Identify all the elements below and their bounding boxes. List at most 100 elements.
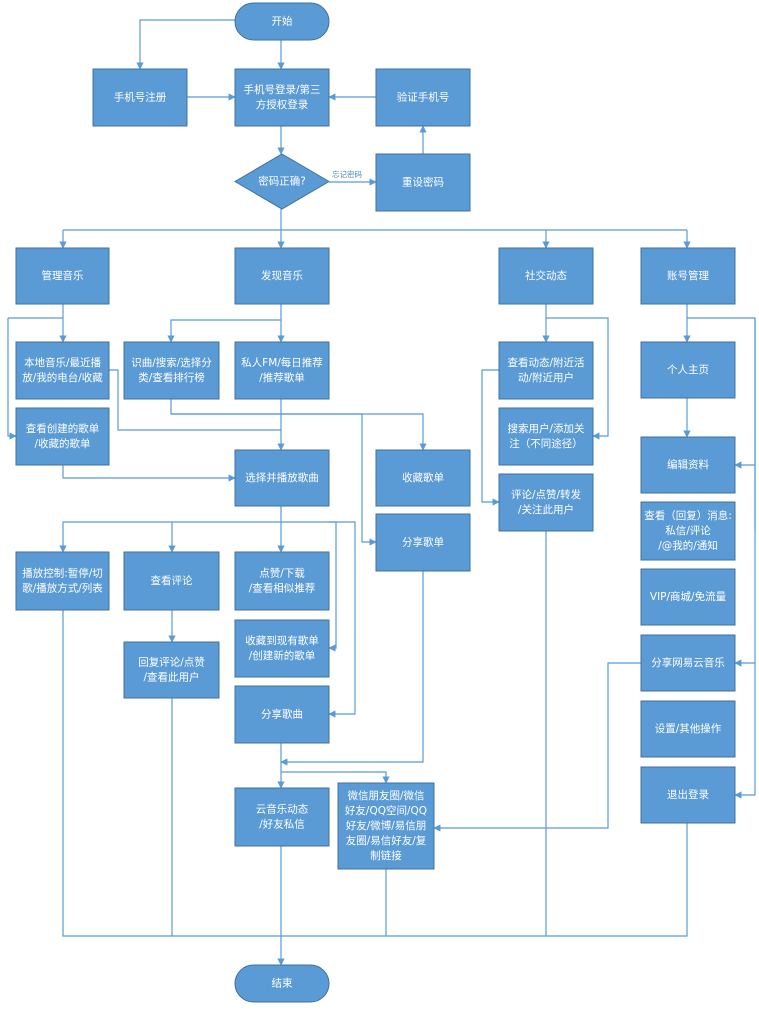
- node-shape-messages: [640, 501, 736, 561]
- node-reset: 重设密码: [375, 153, 471, 212]
- node-shape-end: [234, 964, 330, 1003]
- node-shape-cloud-moments: [234, 787, 330, 847]
- connector-26: [109, 369, 281, 431]
- node-shape-play-control: [15, 551, 110, 611]
- node-messages: 查看（回复）消息: 私信/评论 /@我的/通知: [640, 501, 736, 561]
- node-social: 社交动态: [498, 247, 594, 305]
- node-label-reply-comment-1: /查看此用户: [143, 671, 199, 684]
- connector-18: [546, 317, 609, 440]
- node-label-fm-0: 私人FM/每日推荐: [241, 356, 323, 369]
- node-share-app: 分享网易云音乐: [640, 634, 736, 692]
- node-shape-settings: [640, 700, 736, 758]
- node-discover: 发现音乐: [234, 247, 330, 305]
- connector-29: [171, 413, 377, 546]
- node-label-select-play-0: 选择并播放歌曲: [245, 471, 319, 484]
- node-shape-add-to-list: [234, 619, 330, 678]
- node-label-share-song-0: 分享歌曲: [261, 708, 303, 721]
- node-label-view-moments-1: 动/附近用户: [518, 371, 574, 384]
- node-shape-fm: [234, 341, 330, 400]
- node-label-settings-0: 设置/其他操作: [655, 722, 722, 735]
- node-label-play-control-1: 歌/播放方式/列表: [22, 582, 103, 595]
- node-shape-share-targets: [337, 782, 435, 870]
- node-label-reset-0: 重设密码: [402, 176, 444, 189]
- node-manage: 管理音乐: [15, 247, 110, 305]
- node-label-edit-profile-0: 编辑资料: [667, 458, 709, 471]
- node-label-add-to-list-1: /创建新的歌单: [249, 649, 316, 662]
- node-label-share-app-0: 分享网易云音乐: [651, 656, 725, 669]
- node-shape-select-play: [234, 449, 330, 507]
- node-label-register-0: 手机号注册: [114, 91, 167, 104]
- node-start: 开始: [234, 2, 330, 41]
- node-label-like-download-1: /查看相似推荐: [249, 582, 316, 595]
- node-label-logout-0: 退出登录: [667, 788, 709, 801]
- node-shape-share-song: [234, 685, 330, 744]
- node-end: 结束: [234, 964, 330, 1003]
- node-shape-start: [234, 2, 330, 41]
- node-shape-logout: [640, 766, 736, 824]
- node-fm: 私人FM/每日推荐/推荐歌单: [234, 341, 330, 400]
- node-shape-local: [15, 341, 110, 400]
- node-label-messages-1: 私信/评论: [665, 524, 711, 537]
- connector-16: [167, 319, 281, 343]
- node-label-social-0: 社交动态: [525, 269, 567, 282]
- node-shape-login: [234, 68, 330, 127]
- node-label-share-targets-2: 好友/微博/易信朋: [346, 819, 427, 832]
- node-label-share-targets-1: 好友/QQ空间/QQ: [345, 804, 427, 817]
- node-account: 账号管理: [640, 247, 736, 305]
- connector-30: [62, 465, 236, 482]
- node-label-view-created-0: 查看创建的歌单: [26, 422, 100, 435]
- connector-34: [281, 521, 356, 718]
- node-shape-social: [498, 247, 594, 305]
- node-add-to-list: 收藏到现有歌单/创建新的歌单: [234, 619, 330, 678]
- node-shape-verify: [375, 68, 471, 127]
- node-label-login-0: 手机号登录/第三: [243, 83, 320, 96]
- node-edit-profile: 编辑资料: [640, 436, 736, 494]
- node-label-homepage-0: 个人主页: [667, 364, 709, 376]
- connector-35: [328, 521, 337, 652]
- node-label-start-0: 开始: [272, 15, 293, 28]
- connector-45: [433, 662, 641, 832]
- node-settings: 设置/其他操作: [640, 700, 736, 758]
- node-shape-manage: [15, 247, 110, 305]
- node-label-view-moments-0: 查看动态/附近活: [507, 356, 585, 369]
- node-label-like-download-0: 点赞/下载: [259, 567, 305, 580]
- node-shape-account: [640, 247, 736, 305]
- node-shape-view-created: [15, 407, 110, 466]
- node-comment-like: 评论/点赞/转发/关注此用户: [498, 473, 594, 532]
- node-shape-share-app: [640, 634, 736, 692]
- node-shape-search-user: [498, 407, 594, 466]
- node-label-recognize-1: 类/查看排行榜: [138, 371, 205, 384]
- node-label-login-1: 方授权登录: [256, 98, 309, 111]
- node-label-recognize-0: 识曲/搜索/选择分: [131, 356, 212, 369]
- node-label-fm-1: /推荐歌单: [259, 371, 305, 384]
- connector-22: [734, 318, 756, 667]
- node-shape-collect-list: [375, 449, 471, 507]
- node-view-created: 查看创建的歌单/收藏的歌单: [15, 407, 110, 466]
- node-label-messages-2: /@我的/通知: [658, 539, 718, 552]
- node-shape-reply-comment: [123, 641, 220, 699]
- forgot-password-label: 忘记密码: [332, 169, 362, 179]
- node-label-search-user-0: 搜索用户/添加关: [507, 422, 585, 435]
- node-share-song: 分享歌曲: [234, 685, 330, 744]
- node-cloud-moments: 云音乐动态/好友私信: [234, 787, 330, 847]
- node-label-cloud-moments-1: /好友私信: [259, 818, 305, 831]
- node-shape-homepage: [640, 341, 736, 399]
- node-play-control: 播放控制:暂停/切歌/播放方式/列表: [15, 551, 110, 611]
- node-shape-view-moments: [498, 341, 594, 400]
- node-label-view-created-1: /收藏的歌单: [34, 437, 90, 450]
- node-label-messages-0: 查看（回复）消息:: [644, 509, 732, 522]
- node-label-local-0: 本地音乐/最近播: [24, 356, 102, 369]
- node-label-play-control-0: 播放控制:暂停/切: [22, 567, 103, 580]
- node-label-local-1: 放/我的电台/收藏: [22, 371, 103, 384]
- node-shape-reset: [375, 153, 471, 212]
- node-label-vip-0: VIP/商城/免流量: [650, 590, 727, 603]
- node-verify: 验证手机号: [375, 68, 471, 127]
- node-label-share-targets-4: 制链接: [370, 849, 402, 862]
- node-shape-register: [92, 68, 188, 127]
- node-vip: VIP/商城/免流量: [640, 568, 736, 626]
- node-like-download: 点赞/下载/查看相似推荐: [234, 551, 330, 611]
